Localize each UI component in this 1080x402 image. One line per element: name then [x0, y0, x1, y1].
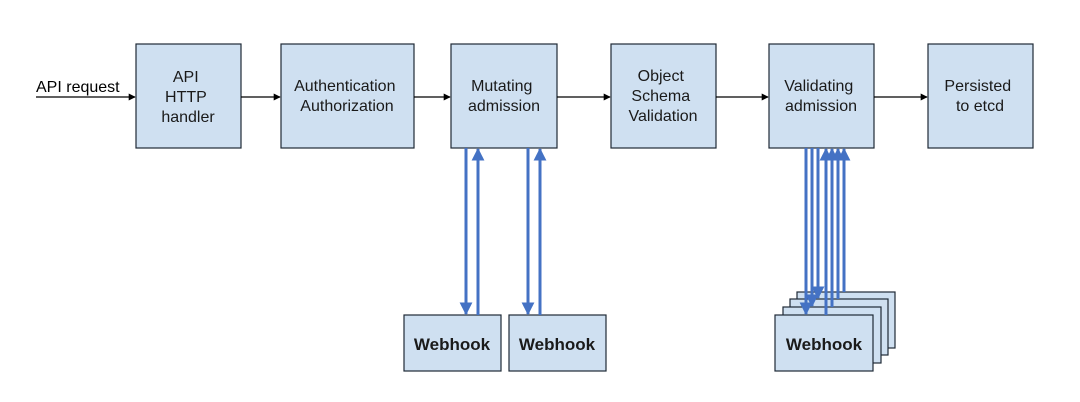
- api-request-input: API request: [36, 79, 136, 101]
- api-request-label: API request: [36, 79, 120, 96]
- webhook-box: [774, 314, 874, 372]
- validating-webhooks-stack: Webhook: [774, 291, 896, 372]
- stage-mutating-admission: Mutating admission: [450, 43, 558, 149]
- stage-label: API HTTP handler: [161, 69, 215, 126]
- webhook-box: [403, 314, 502, 372]
- mutating-webhook-1: Webhook: [403, 314, 502, 372]
- mutating-webhook-2: Webhook: [508, 314, 607, 372]
- stage-box: [280, 43, 415, 149]
- stage-object-schema-validation: Object Schema Validation: [610, 43, 717, 149]
- validating-webhook-arrows: [799, 147, 851, 316]
- webhook-label: Webhook: [786, 335, 863, 354]
- stage-box: [768, 43, 875, 149]
- stage-box: [135, 43, 242, 149]
- stage-label: Authentication Authorization: [294, 78, 400, 115]
- stage-authentication-authorization: Authentication Authorization: [280, 43, 415, 149]
- stage-persisted-to-etcd: Persisted to etcd: [927, 43, 1034, 149]
- stage-box: [610, 43, 717, 149]
- webhook-label: Webhook: [414, 335, 491, 354]
- stage-box: [927, 43, 1034, 149]
- webhook-box: [508, 314, 607, 372]
- stage-label: Persisted to etcd: [944, 78, 1015, 115]
- mutating-webhook-arrows: [459, 147, 547, 316]
- webhook-label: Webhook: [519, 335, 596, 354]
- stage-api-http-handler: API HTTP handler: [135, 43, 242, 149]
- stage-validating-admission: Validating admission: [768, 43, 875, 149]
- stage-label: Mutating admission: [468, 78, 540, 115]
- stage-label: Validating admission: [784, 78, 858, 115]
- stage-box: [450, 43, 558, 149]
- stage-label: Object Schema Validation: [628, 68, 697, 125]
